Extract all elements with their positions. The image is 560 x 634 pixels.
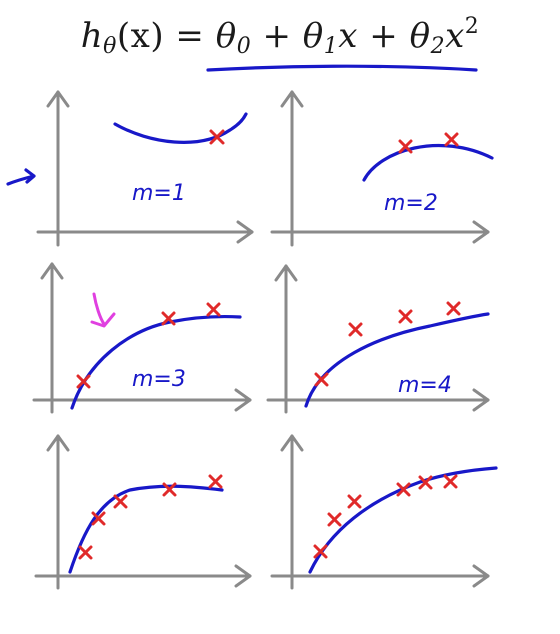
panel-6-data-point (313, 544, 328, 559)
panel-1-fit-curve (113, 112, 248, 144)
formula-theta1-x: x (338, 16, 358, 56)
panel-m5 (34, 434, 252, 590)
formula-theta2-x: x (445, 16, 465, 56)
formula-theta2-subscript: 2 (430, 34, 446, 59)
panel-5-data-point (162, 482, 177, 497)
panel-4-data-point (314, 372, 329, 387)
formula-theta0: θ (215, 16, 237, 56)
panel-3-fit-curve (70, 314, 242, 410)
panel-m4: m=4 (266, 264, 490, 414)
panel-5-fit-curve (68, 484, 224, 574)
panel-6-data-point (418, 475, 433, 490)
hypothesis-formula: hθ(x) = θ0 + θ1x + θ2x2 (0, 14, 560, 59)
panel-2-x-arrow (472, 220, 490, 244)
panel-2-label: m=2 (384, 191, 438, 216)
panel-4-fit-curve (304, 312, 490, 408)
panel-5-data-point (113, 494, 128, 509)
panel-m1: m=1 (6, 90, 254, 247)
panel-6-data-point (347, 494, 362, 509)
pink-pointer-arrow (90, 292, 116, 328)
panel-5-y-arrow (46, 434, 70, 452)
panel-1-y-arrow (46, 90, 70, 108)
panel-4-y-arrow (274, 264, 298, 282)
panel-m2: m=2 (270, 90, 494, 247)
panel-3-label: m=3 (132, 367, 186, 392)
panel-6-y-arrow (280, 434, 304, 452)
panel-2-data-point (398, 139, 413, 154)
formula-plus-2: + (357, 16, 410, 56)
formula-theta1-subscript: 1 (323, 34, 339, 59)
formula-x-squared-exponent: 2 (464, 14, 480, 39)
panel-2-y-arrow (280, 90, 304, 108)
formula-lhs-arg: (x) = (116, 16, 216, 56)
panel-2-data-point (444, 132, 459, 147)
panel-3-data-point (76, 374, 91, 389)
panel-5-data-point (78, 545, 93, 560)
panel-6-x-arrow (472, 564, 490, 588)
panel-4-data-point (446, 301, 461, 316)
formula-h-subscript: θ (103, 34, 117, 59)
panel-5-data-point (91, 511, 106, 526)
panel-4-label: m=4 (398, 373, 452, 398)
panel-4-data-point (348, 322, 363, 337)
formula-theta2: θ (409, 16, 431, 56)
formula-h: h (80, 16, 104, 56)
panel-5-data-point (208, 474, 223, 489)
panel-6-data-point (443, 474, 458, 489)
pointer-arrow (6, 168, 36, 186)
panel-3-data-point (206, 302, 221, 317)
panel-3-y-arrow (40, 262, 64, 280)
panel-m6 (270, 434, 498, 590)
formula-underline (206, 64, 478, 72)
panel-1-x-arrow (236, 220, 254, 244)
panel-4-x-arrow (472, 388, 490, 412)
panel-6-data-point (396, 482, 411, 497)
panel-1-data-point (209, 129, 225, 145)
panel-1-label: m=1 (132, 181, 186, 206)
panel-6-fit-curve (308, 466, 498, 574)
formula-plus-1: + (251, 16, 303, 56)
panel-4-data-point (398, 309, 413, 324)
formula-theta1: θ (302, 16, 324, 56)
panel-6-data-point (327, 512, 342, 527)
panel-2-fit-curve (362, 143, 494, 182)
panel-m3: m=3 (32, 262, 252, 414)
panel-3-x-arrow (234, 388, 252, 412)
panel-3-data-point (161, 311, 176, 326)
formula-theta0-subscript: 0 (236, 34, 252, 59)
panel-5-x-arrow (234, 564, 252, 588)
